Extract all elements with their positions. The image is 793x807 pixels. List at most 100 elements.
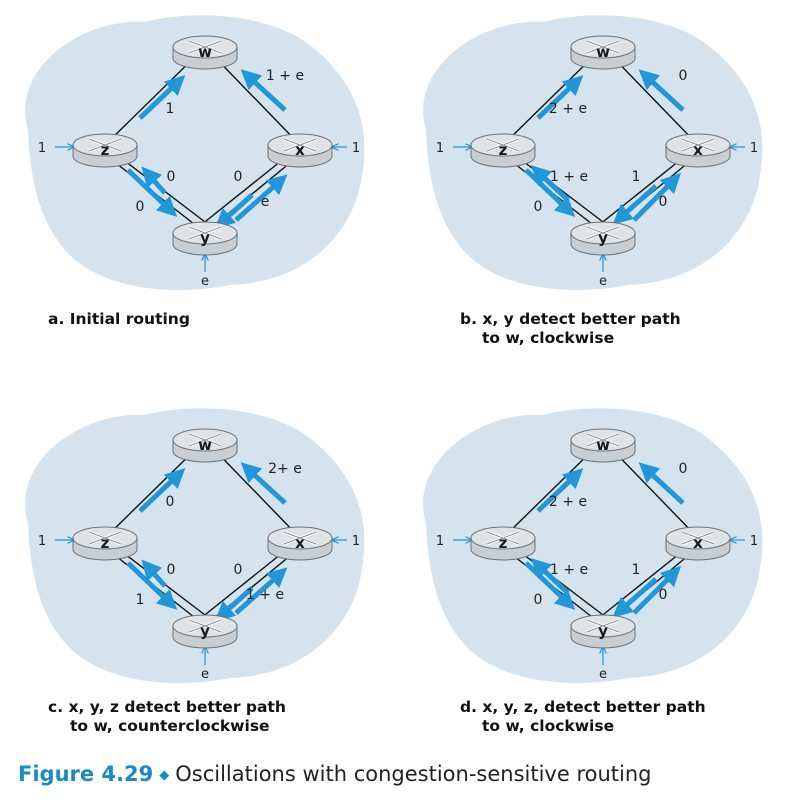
label-link-x-y-outer: 0	[659, 194, 668, 210]
input-label-y: e	[201, 274, 209, 289]
router-symbol-icon	[88, 530, 122, 546]
router-label: z	[101, 141, 110, 159]
flow-arrow-x-w	[240, 462, 287, 505]
panel-d-caption: d. x, y, z, detect better path to w, clo…	[460, 698, 706, 736]
label-link-x-y-outer: 1 + e	[246, 587, 284, 603]
label-link-x-y-inner: 0	[234, 562, 243, 578]
flow-arrow-x-w	[240, 69, 287, 112]
flow-arrow-z-to-y	[126, 168, 178, 217]
router-symbol-icon	[188, 39, 222, 55]
label-link-x-w: 0	[679, 68, 688, 84]
router-label: y	[598, 229, 608, 247]
input-label-x: 1	[750, 534, 758, 549]
router-label: y	[200, 622, 210, 640]
router-label: y	[200, 229, 210, 247]
flow-arrow-z-w	[536, 75, 584, 120]
input-label-x: 1	[352, 141, 360, 156]
flow-arrow-x-to-y	[612, 577, 658, 618]
router-symbol-icon	[188, 618, 222, 634]
router-label: w	[596, 43, 610, 61]
flow-arrow-x-w	[638, 69, 685, 112]
router-x: x	[267, 526, 333, 561]
label-link-x-y-inner: 1	[632, 169, 641, 185]
flow-arrows	[524, 69, 685, 225]
panel-a-caption-line-1: a. Initial routing	[48, 310, 190, 328]
input-label-y: e	[599, 274, 607, 289]
label-link-x-w: 1 + e	[266, 68, 304, 84]
router-w: w	[570, 428, 636, 463]
figure-caption: Figure 4.29◆Oscillations with congestion…	[18, 762, 651, 786]
input-label-x: 1	[750, 141, 758, 156]
label-link-x-w: 2+ e	[268, 461, 302, 477]
router-symbol-icon	[283, 137, 317, 153]
panel-d-caption-line-1: d. x, y, z, detect better path	[460, 698, 706, 716]
label-link-z-w: 1	[166, 101, 175, 117]
router-label: x	[693, 141, 703, 159]
input-label-z: 1	[436, 534, 444, 549]
panel-b-caption-line-2: to w, clockwise	[482, 329, 615, 347]
flow-arrow-x-to-y	[612, 184, 658, 225]
label-link-z-y-inner: 1 + e	[550, 562, 588, 578]
network-cloud	[25, 15, 365, 290]
flow-arrow-y-to-z	[530, 165, 570, 202]
router-symbol-icon	[188, 432, 222, 448]
router-symbol-icon	[586, 225, 620, 241]
flow-arrow-y-to-x	[632, 565, 682, 615]
panel-b-caption-line-1: b. x, y detect better path	[460, 310, 681, 328]
flow-arrow-x-to-y	[214, 586, 254, 622]
figure-title: Oscillations with congestion-sensitive r…	[175, 762, 652, 786]
flow-arrow-z-w	[138, 468, 186, 513]
router-label: z	[499, 534, 508, 552]
router-y: y	[570, 221, 636, 256]
panel-c-caption: c. x, y, z detect better path to w, coun…	[48, 698, 286, 736]
label-link-z-w: 2 + e	[549, 494, 587, 510]
label-link-x-y-outer: 0	[659, 587, 668, 603]
input-label-z: 1	[38, 534, 46, 549]
router-z: z	[470, 133, 536, 168]
router-label: w	[198, 436, 212, 454]
router-label: x	[295, 141, 305, 159]
router-label: z	[499, 141, 508, 159]
router-label: x	[295, 534, 305, 552]
router-label: z	[101, 534, 110, 552]
input-label-z: 1	[38, 141, 46, 156]
panel-b-caption: b. x, y detect better path to w, clockwi…	[460, 310, 681, 348]
flow-arrow-z-w	[536, 468, 584, 513]
router-x: x	[267, 133, 333, 168]
router-z: z	[72, 526, 138, 561]
network-cloud	[25, 408, 365, 683]
panel-a-caption: a. Initial routing	[48, 310, 190, 329]
label-link-z-w: 2 + e	[549, 101, 587, 117]
label-link-z-y-outer: 1	[136, 592, 145, 608]
router-label: x	[693, 534, 703, 552]
panel-c-caption-line-1: c. x, y, z detect better path	[48, 698, 286, 716]
label-link-x-y-outer: e	[261, 194, 270, 210]
panel-c-caption-line-2: to w, counterclockwise	[70, 717, 270, 735]
label-link-z-w: 0	[166, 494, 175, 510]
router-label: w	[596, 436, 610, 454]
router-z: z	[470, 526, 536, 561]
panel-d-caption-line-2: to w, clockwise	[482, 717, 615, 735]
label-link-x-y-inner: 0	[234, 169, 243, 185]
flow-arrows	[126, 462, 288, 622]
router-w: w	[172, 428, 238, 463]
router-symbol-icon	[681, 530, 715, 546]
network-cloud	[423, 408, 763, 683]
router-x: x	[665, 133, 731, 168]
flow-arrow-y-to-x	[632, 172, 682, 222]
flow-arrow-z-w	[138, 75, 186, 120]
flow-arrows	[524, 462, 685, 618]
flow-arrow-y-to-z	[141, 559, 167, 588]
flow-arrow-x-to-y	[214, 193, 254, 229]
label-link-x-w: 0	[679, 461, 688, 477]
input-label-y: e	[201, 667, 209, 682]
router-w: w	[570, 35, 636, 70]
router-y: y	[570, 614, 636, 649]
flow-arrow-z-to-y	[126, 561, 178, 610]
router-symbol-icon	[681, 137, 715, 153]
figure-label: Figure 4.29	[18, 762, 154, 786]
flow-arrow-y-to-x	[234, 174, 288, 222]
